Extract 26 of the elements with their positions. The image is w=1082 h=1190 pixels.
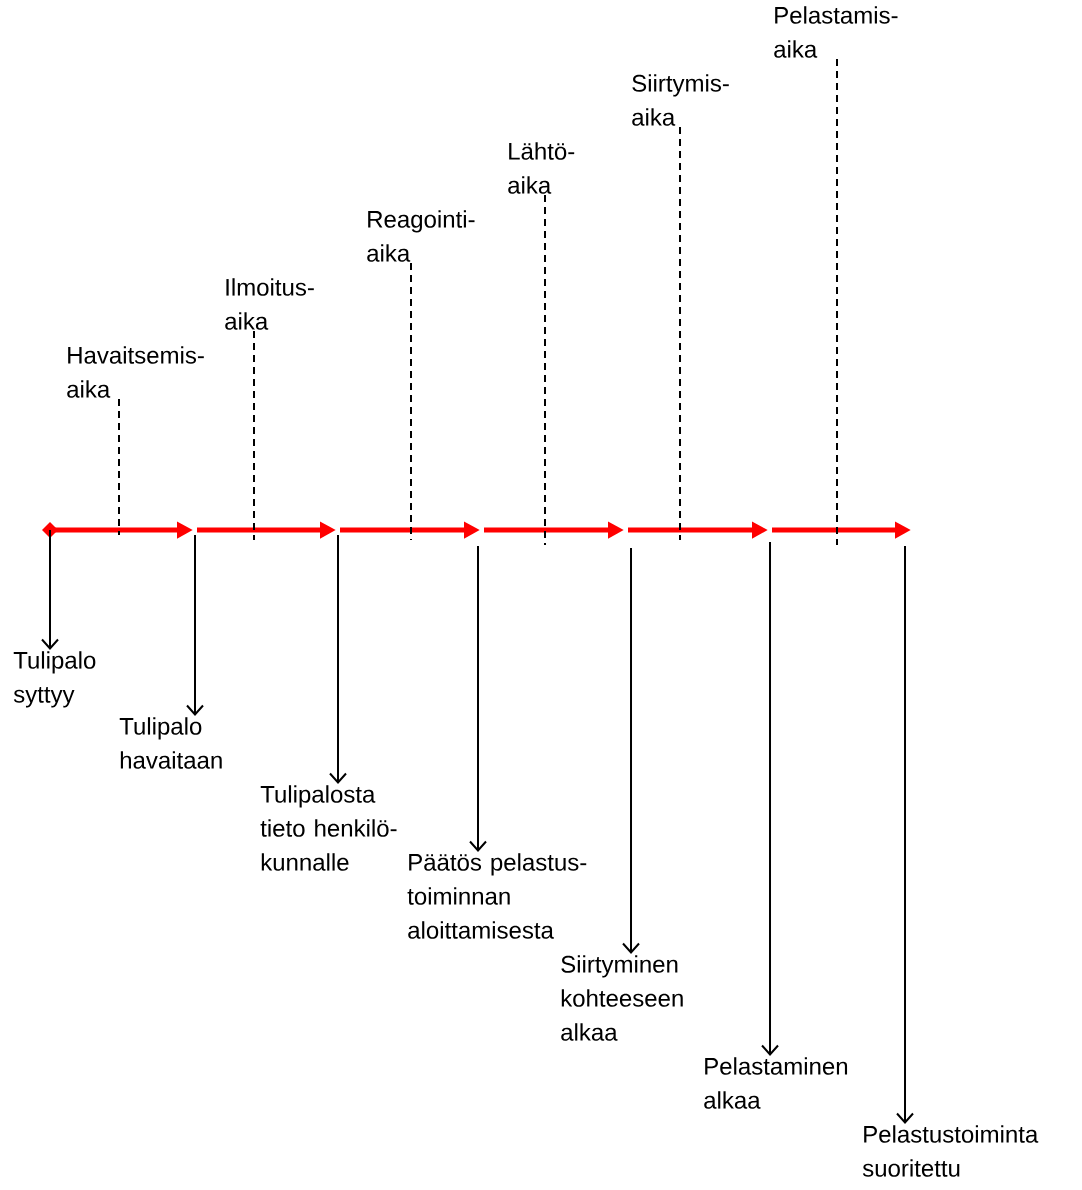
leader-line [410,262,412,541]
event-label: Pelastaminen alkaa [704,1057,848,1109]
period-label: Siirtymis- aika [632,74,729,126]
event-label: Pelastustoiminta suoritettu [862,1125,1039,1177]
event-label: Tulipalo syttyy [13,651,96,708]
leader-line [118,398,120,536]
arrow [622,547,640,954]
event-label: Tulipalo havaitaan [119,717,222,769]
leader-line [836,58,838,546]
leader-line [679,126,681,541]
period-label: Pelastamis- aika [774,6,898,58]
period-label: Havaitsemis- aika [67,346,204,398]
leader-line [544,194,546,546]
period-label: Ilmoitus- aika [225,278,314,330]
event-label: Siirtyminen kohteeseen alkaa [561,955,683,1041]
arrow [469,545,487,852]
arrow [761,541,779,1056]
arrow [329,534,347,784]
arrow [896,545,914,1124]
arrow [41,529,59,650]
event-label: Päätös pelastus- toiminnan aloittamisesta [407,853,587,939]
arrow [186,534,204,716]
event-label: Tulipalosta tieto henkilö- kunnalle [260,785,397,871]
period-label: Reagointi- aika [367,210,475,262]
leader-line [253,330,255,541]
period-label: Lähtö- aika [508,142,575,194]
